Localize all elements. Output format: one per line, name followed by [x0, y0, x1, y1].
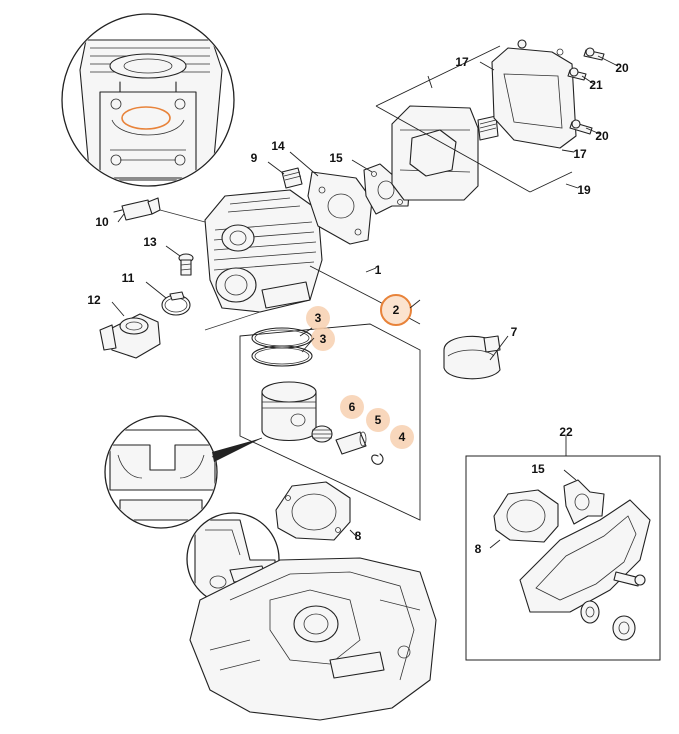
base-gasket: [275, 481, 351, 541]
screw-21: [567, 67, 587, 81]
needle-bearing: [311, 425, 333, 443]
cylinder: [204, 189, 323, 313]
callout-c20a[interactable]: 20: [615, 61, 629, 75]
muffler: [391, 105, 499, 201]
callout-c12[interactable]: 12: [87, 293, 101, 307]
callout-c13[interactable]: 13: [143, 235, 157, 249]
callout-c14[interactable]: 14: [271, 139, 285, 153]
detail-view-ring-gap: [104, 415, 263, 529]
callout-c19[interactable]: 19: [577, 183, 591, 197]
callout-c4[interactable]: 4: [399, 430, 406, 444]
callout-c2[interactable]: 2: [393, 303, 400, 317]
muffler-cover: [491, 39, 577, 149]
highlight-6: [340, 395, 364, 419]
callout-c22[interactable]: 22: [559, 425, 573, 439]
callout-c21[interactable]: 21: [589, 78, 603, 92]
callout-c11[interactable]: 11: [122, 271, 135, 285]
callout-c17a[interactable]: 17: [455, 55, 469, 69]
callout-c6[interactable]: 6: [349, 400, 356, 414]
leader-lines: [111, 55, 619, 549]
screw-13: [178, 253, 194, 276]
circlip: [371, 453, 384, 465]
clamp-7: [443, 335, 501, 380]
muffler-gasket-top: [363, 163, 411, 215]
callout-c20b[interactable]: 20: [595, 129, 609, 143]
highlight-5: [366, 408, 390, 432]
piston: [261, 381, 317, 442]
highlight-2-selected[interactable]: [380, 294, 412, 326]
screw-20-top: [583, 47, 605, 61]
callout-c15a[interactable]: 15: [329, 151, 343, 165]
intake-manifold: [99, 313, 161, 359]
screw-20-bottom: [569, 119, 593, 135]
highlight-3b: [311, 327, 335, 351]
callout-c8b[interactable]: 8: [475, 542, 482, 556]
callout-c3a[interactable]: 3: [315, 311, 322, 325]
callout-c15b[interactable]: 15: [531, 462, 545, 476]
callout-c17b[interactable]: 17: [573, 147, 587, 161]
highlight-4: [390, 425, 414, 449]
exhaust-gasket: [307, 171, 373, 245]
callout-c1[interactable]: 1: [375, 263, 382, 277]
detail-view-cylinder: [61, 13, 235, 187]
highlight-3a: [306, 306, 330, 330]
decompression-valve: [281, 167, 303, 189]
spark-plug: [113, 197, 161, 221]
piston-pin: [335, 431, 367, 455]
hose-clamp: [161, 291, 191, 316]
gasket-set-box: [465, 455, 661, 661]
callout-c9[interactable]: 9: [251, 151, 258, 165]
crankcase: [189, 557, 437, 721]
callout-c3b[interactable]: 3: [320, 332, 327, 346]
callout-c10[interactable]: 10: [95, 215, 109, 229]
callout-c7[interactable]: 7: [511, 325, 518, 339]
detail-highlight-ring: [121, 106, 171, 130]
callout-c8a[interactable]: 8: [355, 529, 362, 543]
callout-c5[interactable]: 5: [375, 413, 382, 427]
